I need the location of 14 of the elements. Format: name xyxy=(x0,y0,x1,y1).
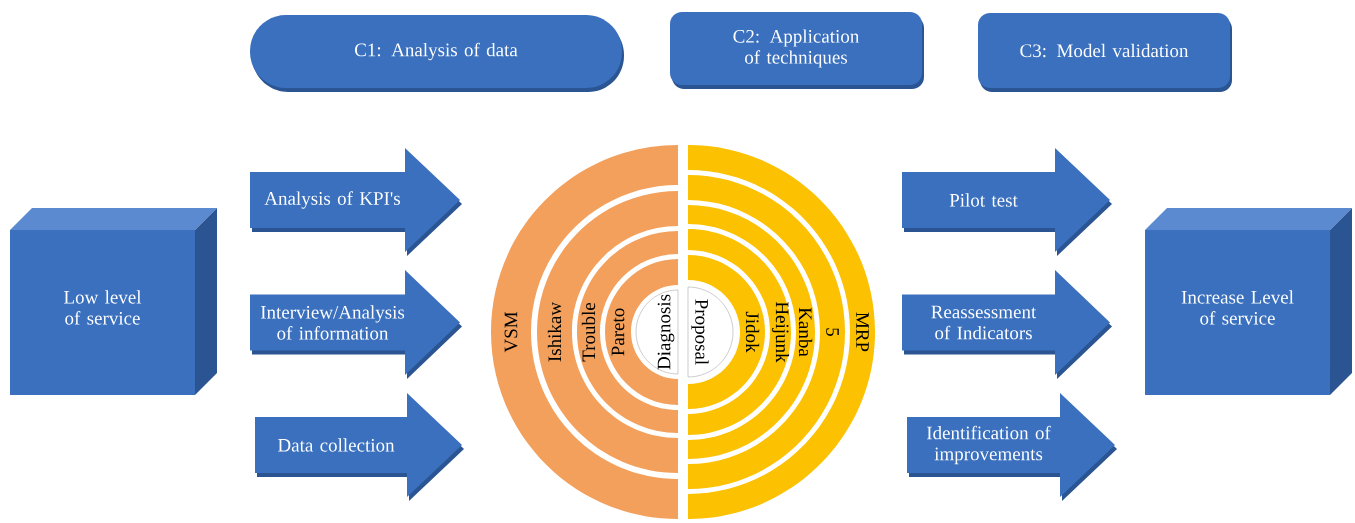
step-box: Identification of improvements xyxy=(907,393,1117,501)
stage-pill: C1: Analysis of data xyxy=(250,15,624,92)
node-label: Ishikaw xyxy=(547,302,562,362)
stage-box: C2: Application of techniques xyxy=(670,12,924,89)
stage-box: C3: Model validation xyxy=(978,13,1232,92)
step-box: Data collection xyxy=(255,393,464,501)
node-label: Kanba xyxy=(798,307,813,357)
step-box: Interview/Analysis of information xyxy=(250,270,462,379)
step-box: Pilot test xyxy=(902,148,1112,256)
node-label: Trouble xyxy=(581,302,596,362)
cube: Low level of service xyxy=(10,208,217,395)
cube: Increase Level of service xyxy=(1145,208,1352,395)
step-box: Analysis of KPI's xyxy=(250,148,462,256)
step-box: Reassessment of Indicators xyxy=(902,270,1112,379)
